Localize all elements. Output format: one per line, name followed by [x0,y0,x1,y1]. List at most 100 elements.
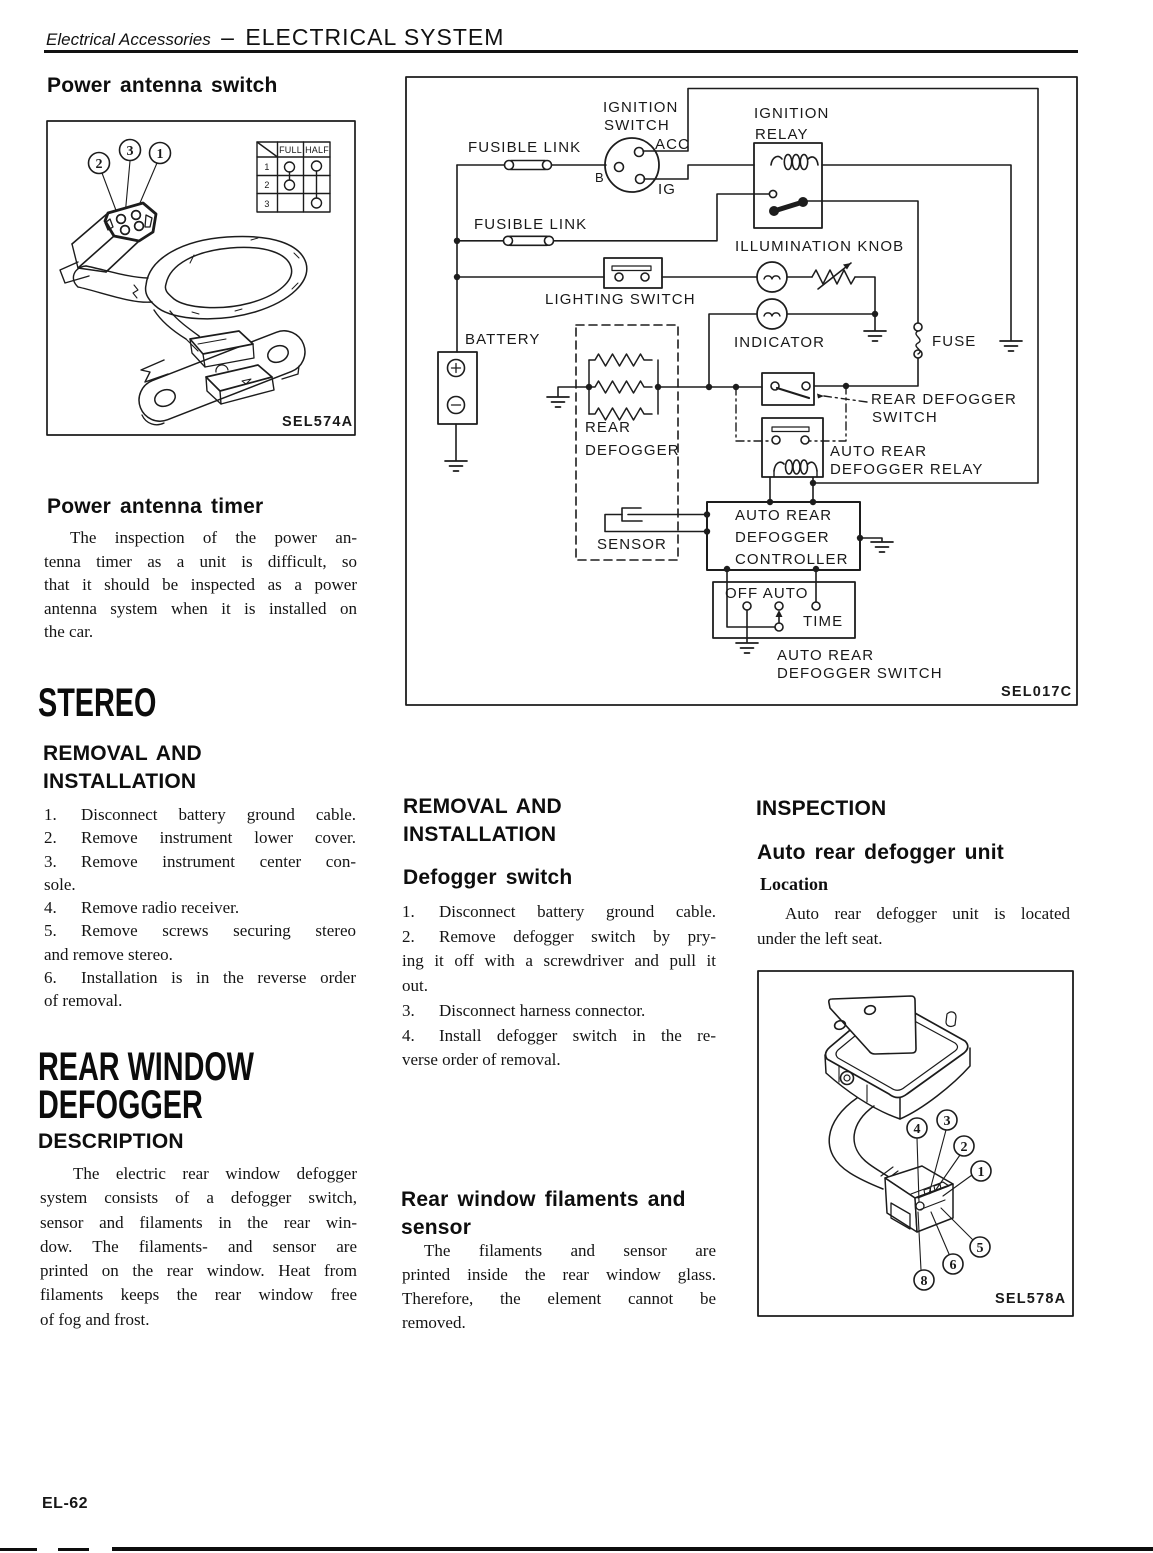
rheostat-symbol [811,262,856,290]
description-paragraph: The electric rear window defogger system… [40,1162,357,1332]
list-number: 1. [402,902,415,921]
figure2-border [757,970,1074,1317]
paragraph-line: filaments keeps the rear window free [40,1285,357,1305]
list-text: Remove defogger switch by pry- [439,926,716,946]
heading-rear-window-defogger: REAR WINDOW DEFOGGER [38,1047,254,1127]
list-item-continuation: and remove stereo. [44,944,173,964]
page-title: ELECTRICAL SYSTEM [245,24,505,50]
paragraph-line: antenna system when it is installed on [44,598,357,618]
list-item-continuation: ing it off with a screwdriver and pull i… [402,951,716,971]
ignition-relay-symbol [753,142,823,229]
label-sensor: SENSOR [597,536,667,553]
paragraph-line: that it should be inspected as a power [44,575,357,594]
bottom-scan-bar [58,1548,89,1551]
illumination-lamp-symbol [756,261,788,293]
label-controller-1: AUTO REAR [735,507,832,524]
list-text: Remove instrument lower cover. [81,828,356,848]
list-item: 3. Remove instrument center con- [44,850,356,873]
fusible-link-symbol-2 [502,235,555,247]
ignition-switch-symbol [604,137,660,193]
label-battery: BATTERY [465,331,541,348]
figure2-callout-3: 3 [944,1114,951,1129]
label-controller-2: DEFOGGER [735,529,830,546]
figure1-callout-3: 3 [127,144,134,159]
list-text: Install defogger switch in the re- [439,1025,716,1045]
list-item-continuation: sole. [44,874,76,894]
fuse-symbol [913,322,923,359]
list-number: 3. [402,1000,415,1020]
label-controller-3: CONTROLLER [735,551,849,568]
auto-rear-defogger-switch-symbol [712,581,856,643]
heading-inspection: INSPECTION [756,797,887,820]
label-auto-rear-defogger-relay-1: AUTO REAR [830,443,927,460]
list-item: 6. Installation is in the reverse order [44,966,356,989]
header-separator: – [221,24,235,50]
list-item-continuation: out. [402,976,428,996]
list-text: Remove instrument center con- [81,851,356,871]
heading-power-antenna-timer: Power antenna timer [47,495,264,518]
label-rear-defogger-1: REAR [585,419,631,436]
list-item: 1.Disconnect battery ground cable. [402,900,716,925]
figure1-table-row-1: 1 [264,162,269,172]
diagram-wires [455,87,1039,583]
paragraph-line: printed inside the rear window glass. [402,1265,716,1284]
paragraph-line: the car. [44,622,94,641]
label-ignition-switch-2: SWITCH [604,117,670,134]
list-item: 2.Remove defogger switch by pry- [402,925,716,950]
list-number: 4. [402,1025,415,1045]
figure-auto-rear-defogger-unit: 4 3 2 1 5 6 8 SEL578A [757,970,1074,1322]
header-rule [44,50,1078,53]
paragraph-line: Auto rear defogger unit is located [785,904,1070,923]
heading-line: INSTALLATION [403,823,557,846]
list-number: 6. [44,968,57,988]
sensor-symbol [604,507,708,533]
label-off-auto: OFF AUTO [725,585,809,602]
list-text: Installation is in the reverse order [81,968,356,988]
paragraph-line: Therefore, the element cannot be [402,1289,716,1308]
paragraph-line: system consists of a defogger switch, [40,1188,357,1208]
list-text: Disconnect battery ground cable. [81,805,356,824]
heading-removal-installation-left: REMOVAL AND INSTALLATION [43,740,202,796]
label-fusible-link-2: FUSIBLE LINK [474,216,587,233]
label-ignition-switch-1: IGNITION [603,99,678,116]
auto-rear-defogger-relay-symbol [761,417,824,478]
label-auto-rear-defogger-switch-2: DEFOGGER SWITCH [777,665,943,682]
page-header: Electrical Accessories – ELECTRICAL SYST… [46,26,504,50]
bottom-scan-bar [112,1547,1153,1551]
heading-line: DEFOGGER [38,1083,203,1127]
paragraph-line: printed on the rear window. Heat from [40,1261,357,1281]
label-rear-defogger-2: DEFOGGER [585,442,680,459]
list-item-continuation: of removal. [44,991,123,1011]
figure1-table-row-3: 3 [264,199,269,209]
figure1-harness-loop [144,235,308,320]
location-paragraph: Auto rear defogger unit is located under… [757,902,1070,951]
figure1-switch-assembly [138,330,306,426]
label-fusible-link-1: FUSIBLE LINK [468,139,581,156]
heading-line: sensor [401,1216,472,1239]
heading-removal-installation-middle: REMOVAL AND INSTALLATION [403,793,562,849]
defogger-switch-steps: 1.Disconnect battery ground cable. 2.Rem… [402,900,716,1073]
heading-defogger-switch: Defogger switch [403,866,573,889]
list-number: 1. [44,805,57,824]
label-illumination-knob: ILLUMINATION KNOB [735,238,904,255]
paragraph-line: The electric rear window defogger [73,1164,357,1183]
list-number: 3. [44,851,57,871]
figure-power-antenna-switch: FULL HALF 1 2 3 2 3 1 SEL574A [46,120,356,441]
figure2-callout-2: 2 [961,1140,968,1155]
figure2-callouts [906,1109,992,1291]
label-auto-rear-defogger-relay-2: DEFOGGER RELAY [830,461,983,478]
heading-line: INSTALLATION [43,770,197,793]
paragraph-line: under the left seat. [757,928,883,948]
figure2-unit [824,995,971,1120]
figure2-callout-1: 1 [978,1165,985,1180]
paragraph-line: tenna timer as a unit is difficult, so [44,551,357,571]
fusible-link-symbol-1 [503,159,553,171]
figure1-contact-table [256,141,331,213]
label-b: B [595,170,604,185]
label-fuse: FUSE [932,333,976,350]
list-item-continuation: verse order of removal. [402,1050,561,1070]
figure2-callout-5: 5 [977,1241,984,1256]
paragraph-line: sensor and filaments in the rear win- [40,1212,357,1232]
list-item: 2.Remove instrument lower cover. [44,826,356,849]
list-item: 4. Install defogger switch in the re- [402,1024,716,1049]
